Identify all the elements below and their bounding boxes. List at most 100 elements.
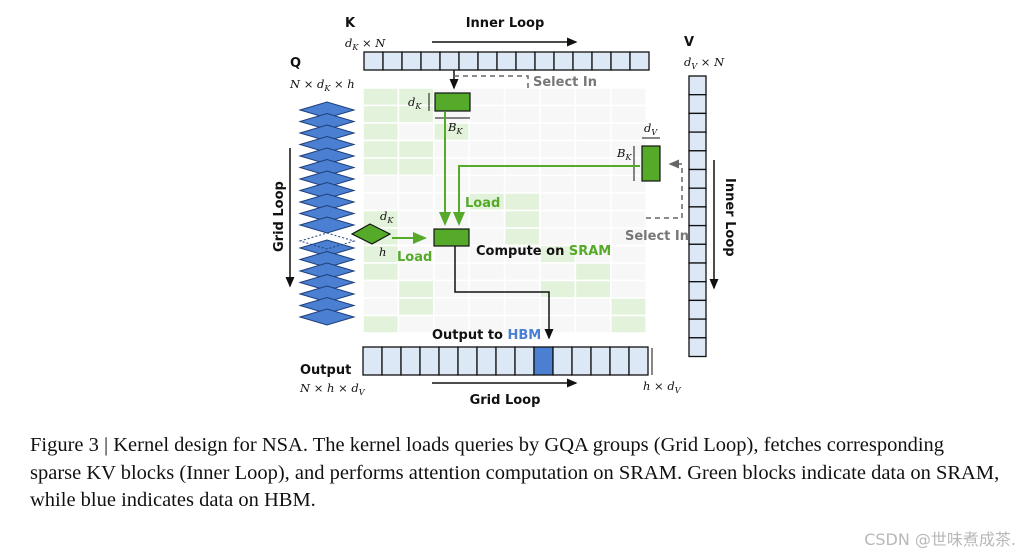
k-buffer-cell: [515, 51, 536, 71]
grid-cell: [433, 209, 470, 229]
k-buffer-cell: [591, 51, 612, 71]
k-block-width-label: BK: [447, 120, 463, 136]
grid-cell: [574, 139, 612, 159]
q-block: [298, 124, 356, 142]
q-block: [298, 296, 356, 315]
v-buffer-cell: [688, 187, 707, 208]
v-buffer-cell: [688, 262, 707, 283]
grid-cell: [397, 174, 435, 194]
grid-cell: [610, 104, 647, 124]
q-block: [298, 101, 356, 119]
grid-cell: [539, 297, 577, 317]
v-label: V: [684, 35, 694, 50]
grid-cell: [468, 174, 506, 194]
grid-cell: [574, 262, 612, 282]
grid-cell: [574, 87, 612, 107]
grid-cell: [397, 157, 435, 177]
grid-cell: [433, 244, 470, 264]
v-buffer-cell: [688, 131, 707, 152]
figure-caption: Figure 3 | Kernel design for NSA. The ke…: [30, 434, 1000, 511]
grid-cell: [610, 244, 647, 264]
nsa-kernel-diagram: K dK × N Inner Loop V dV × N Inner Loop …: [272, 16, 737, 408]
q-block: [298, 135, 356, 154]
grid-cell: [362, 139, 400, 159]
output-to-hbm-label: Output to HBM: [432, 328, 541, 343]
grid-cell: [362, 279, 400, 299]
q-block-sram: [350, 223, 392, 245]
q-dims: N × dK × h: [289, 77, 355, 93]
grid-cell: [539, 227, 577, 247]
grid-cell: [468, 122, 506, 142]
grid-cell: [503, 297, 541, 317]
k-buffer-cell: [534, 51, 555, 71]
grid-cell: [397, 209, 435, 229]
grid-cell: [433, 262, 470, 282]
output-buffer-cell: [609, 346, 630, 376]
grid-cell: [539, 209, 577, 229]
grid-cell: [503, 87, 541, 107]
q-block-slot: [298, 232, 356, 250]
k-buffer-cell: [477, 51, 498, 71]
k-buffer-cell: [401, 51, 422, 71]
k-buffer-cell: [629, 51, 650, 71]
k-buffer-cell: [420, 51, 441, 71]
v-block-sram: [641, 145, 661, 182]
grid-cell: [468, 87, 506, 107]
v-buffer-cell: [688, 224, 707, 245]
grid-cell: [539, 279, 577, 299]
grid-cell: [362, 104, 400, 124]
k-block-sram: [434, 92, 471, 112]
grid-cell: [468, 227, 506, 247]
output-side-dims: h × dV: [643, 379, 682, 395]
grid-cell: [503, 227, 541, 247]
k-dims: dK × N: [345, 36, 386, 52]
grid-cell: [574, 192, 612, 212]
grid-cell: [397, 262, 435, 282]
v-buffer-cell: [688, 318, 707, 339]
k-buffer-cell: [553, 51, 574, 71]
q-grid-loop-label: Grid Loop: [272, 181, 287, 252]
grid-cell: [539, 87, 577, 107]
grid-cell: [610, 174, 647, 194]
output-buffer-cell: [400, 346, 421, 376]
q-block: [298, 285, 356, 303]
q-block-depth-label: dK: [380, 209, 394, 225]
grid-cell: [362, 262, 400, 282]
output-buffer-cell: [590, 346, 611, 376]
grid-cell: [539, 262, 577, 282]
grid-cell: [397, 314, 435, 334]
v-select-in-label: Select In: [625, 229, 689, 244]
k-buffer: [363, 51, 650, 71]
v-buffer-cell: [688, 75, 707, 96]
grid-cell: [610, 279, 647, 299]
k-block-height-label: dK: [408, 95, 422, 111]
k-buffer-cell: [496, 51, 517, 71]
attention-score-grid: [362, 87, 647, 334]
v-buffer-cell: [688, 243, 707, 264]
grid-cell: [610, 122, 647, 142]
grid-cell: [468, 262, 506, 282]
v-buffer-cell: [688, 168, 707, 189]
grid-cell: [468, 279, 506, 299]
grid-cell: [574, 209, 612, 229]
v-buffer-cell: [688, 206, 707, 227]
q-block: [298, 204, 356, 223]
output-buffer-cell: [476, 346, 497, 376]
grid-cell: [539, 122, 577, 142]
watermark: CSDN @世味煮成茶.: [864, 530, 1016, 549]
grid-cell: [468, 209, 506, 229]
v-load-arrow: [453, 165, 640, 226]
k-buffer-cell: [458, 51, 479, 71]
grid-cell: [362, 174, 400, 194]
output-buffer-cell: [495, 346, 516, 376]
grid-cell: [574, 104, 612, 124]
k-select-dashed-path: [454, 75, 529, 88]
output-buffer-cell: [552, 346, 573, 376]
grid-cell: [610, 297, 647, 317]
grid-cell: [574, 314, 612, 334]
output-cell-hbm: [533, 346, 554, 376]
grid-cell: [468, 139, 506, 159]
q-block: [298, 147, 356, 165]
q-block: [298, 273, 356, 292]
q-load-label: Load: [397, 250, 432, 265]
